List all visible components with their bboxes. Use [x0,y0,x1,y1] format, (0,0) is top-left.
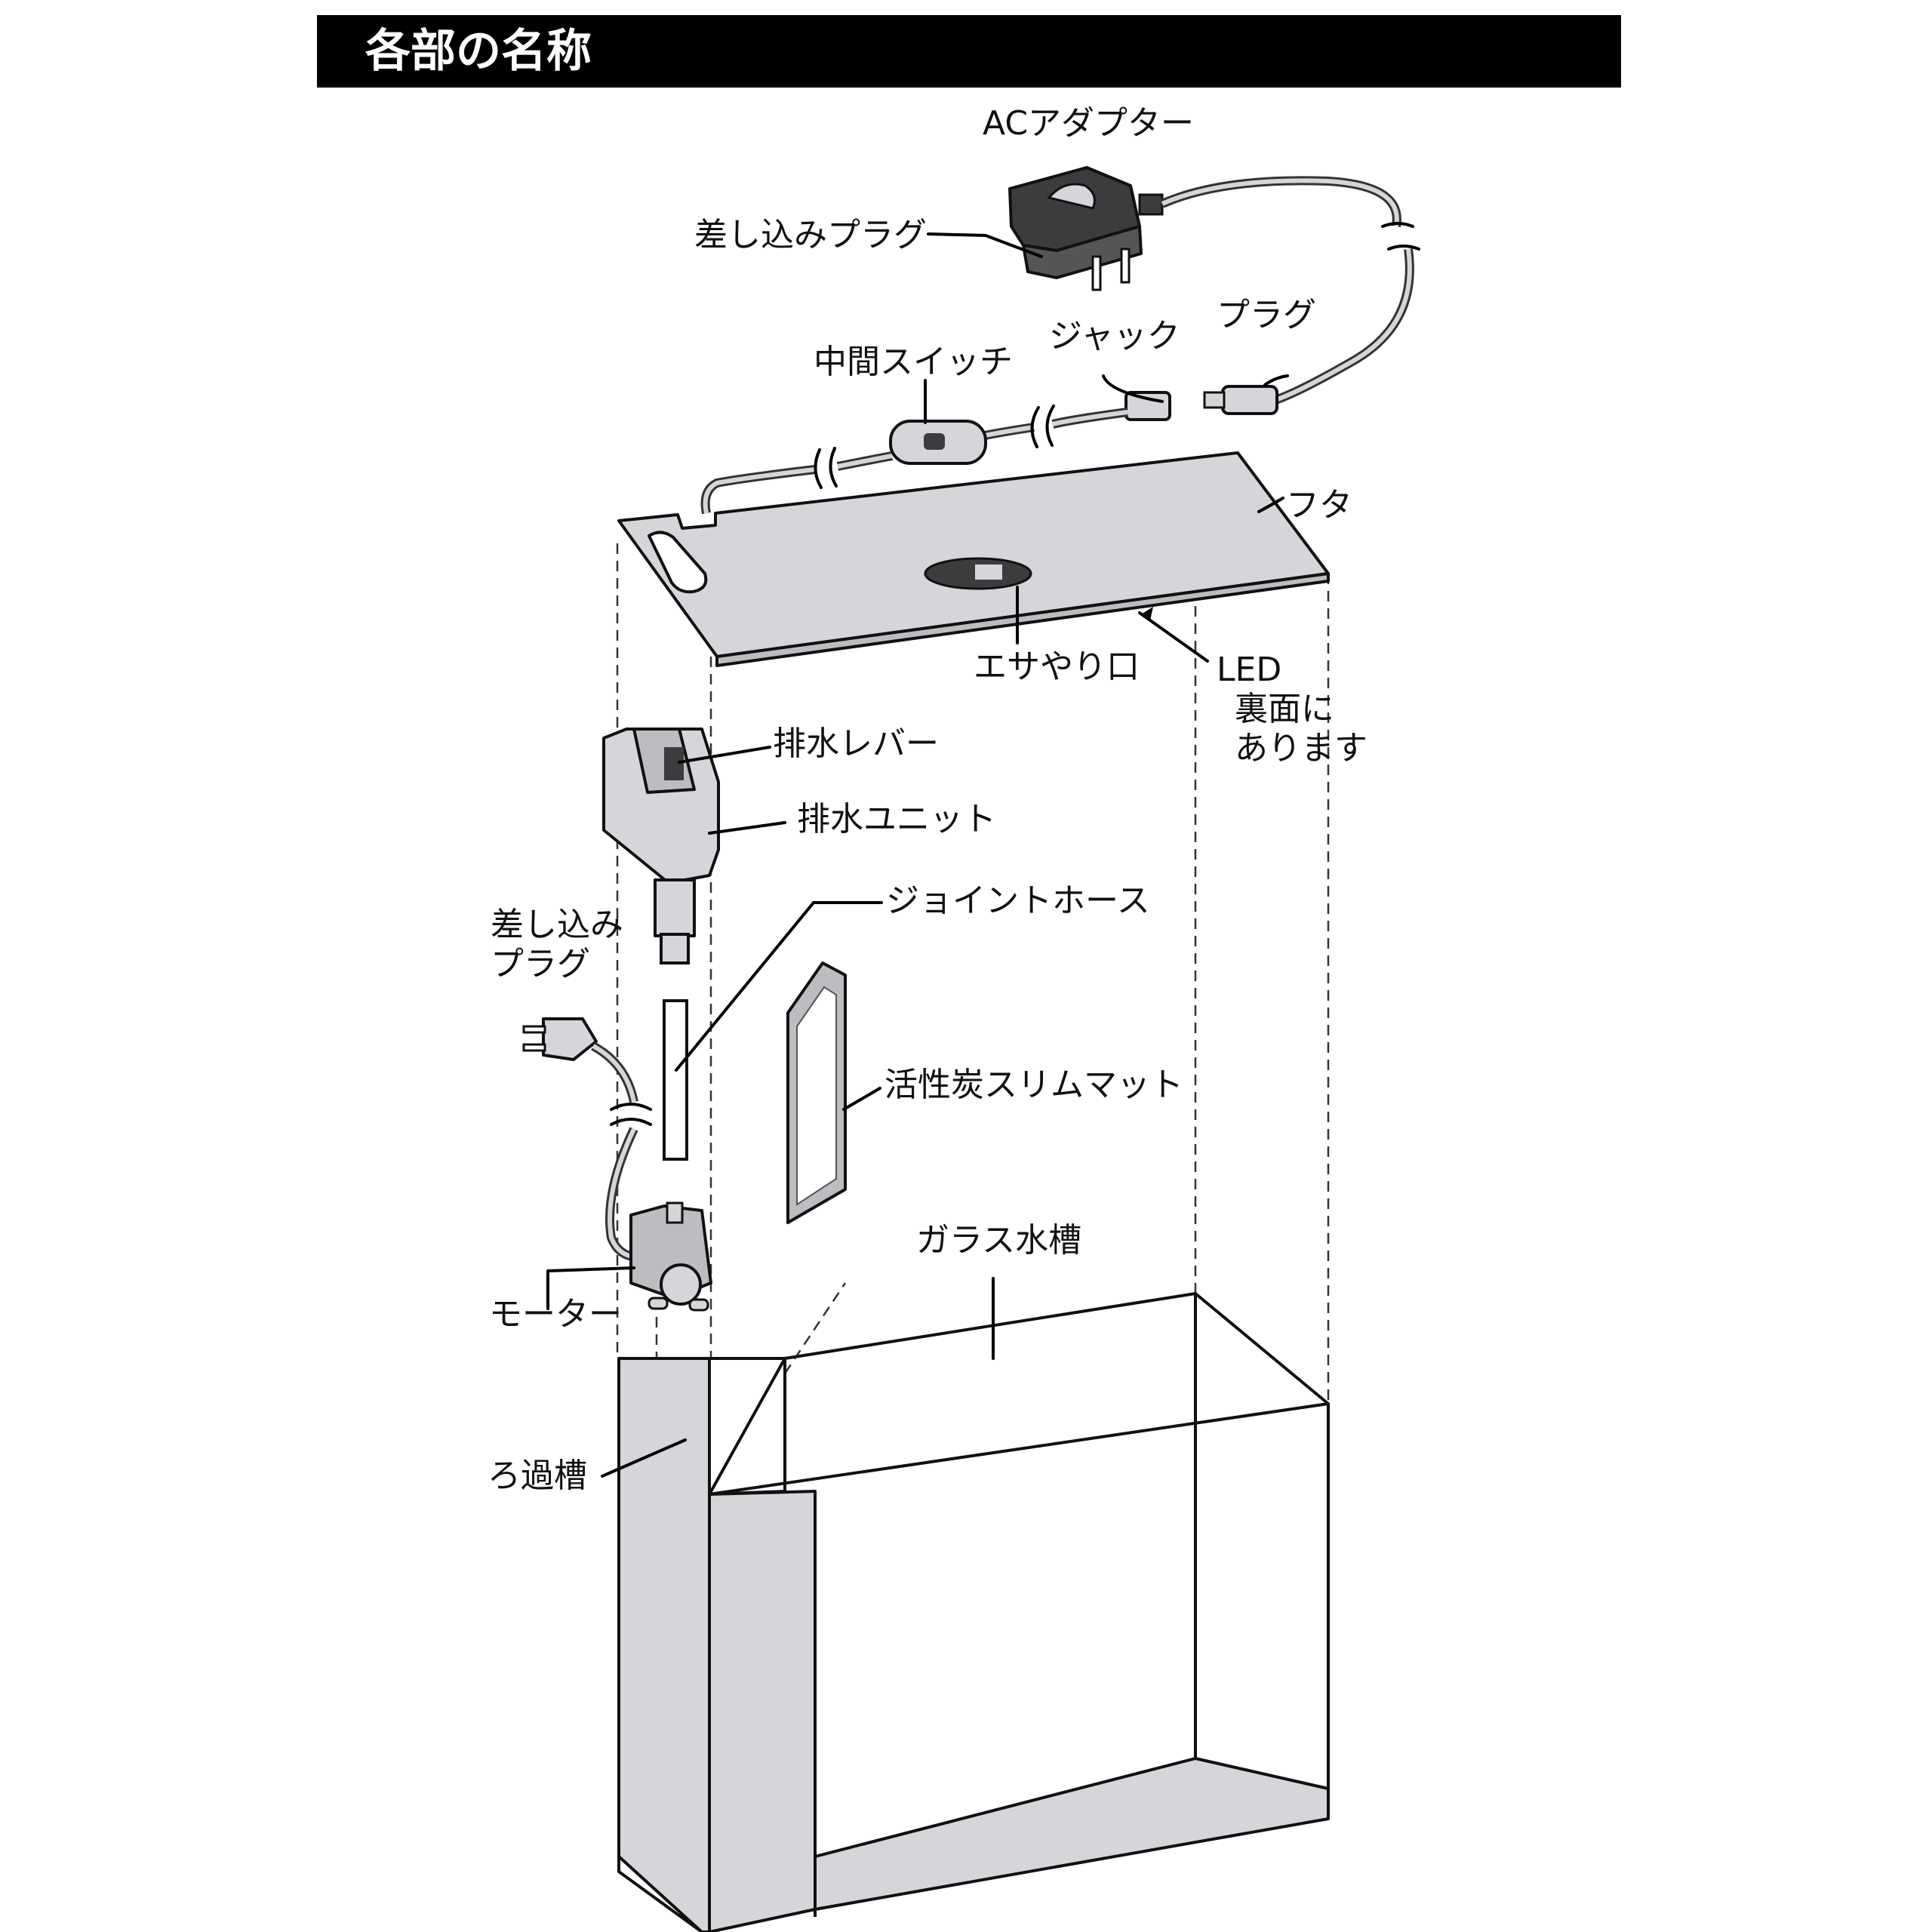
label-feeding-port: エサやり口 [974,648,1140,686]
switch-cord [700,391,1171,515]
label-led-note-2: あります [1235,729,1367,768]
led-arrowhead [1141,607,1153,620]
label-joint-hose: ジョイントホース [886,881,1150,920]
page-title: 各部の名称 [365,25,592,78]
label-drain-unit: 排水ユニット [797,800,996,838]
label-led: LED [1217,651,1282,689]
lid [617,451,1330,667]
drain-unit [602,728,720,964]
title-bar: 各部の名称 [317,15,1621,88]
label-carbon-mat: 活性炭スリムマット [884,1066,1183,1104]
label-pump-plug-1: 差し込み [491,906,623,944]
glass-tank [617,1292,1330,1932]
label-drain-lever: 排水レバー [773,724,939,763]
joint-hose [663,999,688,1161]
ac-adapter [1008,166,1164,291]
motor [629,1201,712,1312]
label-motor: モーター [489,1295,622,1334]
label-ac-adapter: ACアダプター [983,104,1195,143]
dc-plug [1203,385,1278,415]
leader-lines [546,232,1289,1478]
label-glass-tank: ガラス水槽 [916,1221,1082,1260]
label-filter-chamber: ろ過槽 [488,1457,587,1495]
label-inline-switch: 中間スイッチ [814,343,1013,381]
carbon-slim-mat [786,961,847,1224]
label-plug: プラグ [1217,296,1316,334]
led-note: LED 裏面に あります [1217,651,1367,768]
label-lid: フタ [1286,486,1352,525]
label-led-note-1: 裏面に [1235,690,1334,728]
label-adapter-plug: 差し込みプラグ [694,216,927,254]
label-pump-plug-2: プラグ [491,945,590,983]
label-jack: ジャック [1049,317,1180,355]
pump-plug [522,1017,652,1262]
adapter-cord [1160,176,1420,405]
